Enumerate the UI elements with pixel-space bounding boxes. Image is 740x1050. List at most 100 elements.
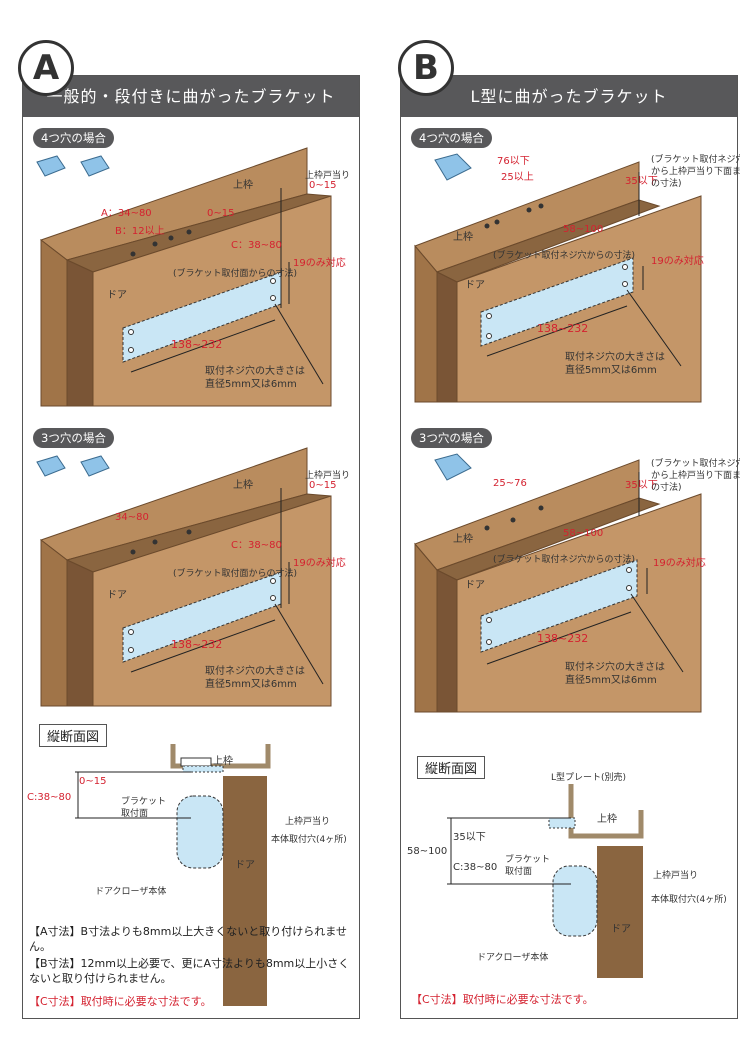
case3-heading-a: 3つ穴の場合 (33, 428, 114, 448)
note-c-key-a: 【C寸法】 (29, 995, 81, 1008)
screw-note2-a3: 直径5mm又は6mm (205, 679, 297, 690)
section-c-dim-a: C:38~80 (27, 792, 72, 803)
only19-a4: 19のみ対応 (293, 258, 346, 269)
section-door-b: ドア (611, 924, 631, 935)
section-bracket2-b: 取付面 (505, 867, 533, 877)
c-note-a4: (ブラケット取付面からの寸法) (173, 269, 298, 279)
section-gap-a: 0~15 (79, 776, 107, 787)
c-dim-b3: 58~100 (563, 528, 604, 539)
dim35-b3: 35以下 (625, 480, 658, 491)
section-diagram-a (75, 744, 271, 1006)
panel-a: 一般的・段付きに曲がったブラケット 4つ穴の場合 (22, 75, 360, 1019)
section-mount-b: 本体取付穴(4ヶ所) (651, 895, 727, 905)
stop-label-a4: 上枠戸当り (305, 171, 351, 181)
section-closer-b: ドアクローザ本体 (477, 953, 549, 963)
dim-a-a3: 34~80 (115, 512, 149, 523)
screw-note1-a4: 取付ネジ穴の大きさは (205, 366, 305, 377)
dim76-b4: 76以下 (497, 156, 530, 167)
dim35-b4: 35以下 (625, 176, 658, 187)
side-note2-b3: から上枠戸当り下面まで (651, 471, 740, 481)
panel-b: L型に曲がったブラケット (400, 75, 740, 1019)
panel-a-drawings (36, 147, 332, 1006)
badge-a: A (18, 40, 74, 96)
note-a-text: B寸法よりも8mm以上大きくないと取り付けられません。 (29, 925, 347, 953)
only19-a3: 19のみ対応 (293, 558, 346, 569)
screw-note1-a3: 取付ネジ穴の大きさは (205, 666, 305, 677)
screw-note1-b4: 取付ネジ穴の大きさは (565, 352, 665, 363)
note-c-dimension-a: 【C寸法】取付時に必要な寸法です。 (29, 994, 351, 1009)
note-a-key: 【A寸法】 (29, 925, 81, 938)
frame-label-a4: 上枠 (233, 180, 253, 191)
section-dim58-b: 58~100 (407, 846, 448, 857)
frame-label-a3: 上枠 (233, 480, 253, 491)
section-title-a: 縦断面図 (39, 724, 108, 747)
case4-heading-a: 4つ穴の場合 (33, 128, 114, 148)
section-stop-b: 上枠戸当り (653, 871, 699, 881)
wood-frame-b3 (414, 459, 702, 713)
section-closer-a: ドアクローザ本体 (95, 887, 167, 897)
note-c-dimension-b: 【C寸法】取付時に必要な寸法です。 (411, 992, 727, 1007)
note-c-key-b: 【C寸法】 (411, 993, 463, 1006)
c-note-b3: (ブラケット取付ネジ穴からの寸法) (493, 555, 636, 565)
screw-note1-b3: 取付ネジ穴の大きさは (565, 662, 665, 673)
stop-label-a3: 上枠戸当り (305, 471, 351, 481)
door-label-a4: ドア (107, 290, 127, 301)
screw-note2-b3: 直径5mm又は6mm (565, 675, 657, 686)
case3-heading-b: 3つ穴の場合 (411, 428, 492, 448)
note-a-dimension: 【A寸法】B寸法よりも8mm以上大きくないと取り付けられません。 (29, 924, 351, 954)
side-note3-b4: の寸法) (651, 179, 682, 189)
wood-frame-b4 (414, 161, 702, 403)
section-bracket1-b: ブラケット (505, 855, 551, 865)
only19-b4: 19のみ対応 (651, 256, 704, 267)
panel-b-drawings (414, 153, 702, 978)
side-note1-b3: (ブラケット取付ネジ穴 (651, 459, 740, 469)
c-dim-a3: C：38~80 (231, 540, 282, 551)
section-mount-a: 本体取付穴(4ヶ所) (271, 835, 347, 845)
section-bracket2-a: 取付面 (121, 809, 149, 819)
side-note3-b3: の寸法) (651, 483, 682, 493)
dim25-b4: 25以上 (501, 172, 534, 183)
bracket-icon (36, 155, 110, 477)
side-note1-b4: (ブラケット取付ネジ穴 (651, 155, 740, 165)
stop-dim-a4: 0~15 (309, 180, 337, 191)
only19-b3: 19のみ対応 (653, 558, 706, 569)
stop-dim-a3: 0~15 (309, 480, 337, 491)
section-diagram-b (447, 784, 644, 978)
section-bracket1-a: ブラケット (121, 797, 167, 807)
dim25-b3: 25~76 (493, 478, 527, 489)
dim-a-a4: A：34~80 (101, 208, 152, 219)
section-frame-a: 上枠 (213, 756, 233, 767)
screw-note2-a4: 直径5mm又は6mm (205, 379, 297, 390)
dim-gap-a4: 0~15 (207, 208, 235, 219)
panel-b-title: L型に曲がったブラケット (401, 76, 737, 117)
c-dim-a4: C：38~80 (231, 240, 282, 251)
section-plate-b: L型プレート(別売) (551, 773, 627, 783)
side-note2-b4: から上枠戸当り下面まで (651, 167, 740, 177)
section-door-a: ドア (235, 860, 255, 871)
panel-a-title: 一般的・段付きに曲がったブラケット (23, 76, 359, 117)
screw-note2-b4: 直径5mm又は6mm (565, 365, 657, 376)
note-c-text-a: 取付時に必要な寸法です。 (80, 995, 212, 1008)
section-dim35-b: 35以下 (453, 832, 486, 843)
c-note-a3: (ブラケット取付面からの寸法) (173, 569, 298, 579)
section-stop-a: 上枠戸当り (285, 817, 331, 827)
frame-label-b3: 上枠 (453, 534, 473, 545)
note-b-dimension: 【B寸法】12mm以上必要で、更にA寸法よりも8mm以上小さくないと取り付けられ… (29, 956, 351, 986)
wood-frame-a4 (39, 147, 332, 407)
c-dim-b4: 58~100 (563, 224, 604, 235)
note-c-text-b: 取付時に必要な寸法です。 (462, 993, 594, 1006)
section-c-dim-b: C:38~80 (453, 862, 498, 873)
frame-label-b4: 上枠 (453, 232, 473, 243)
c-note-b4: (ブラケット取付ネジ穴からの寸法) (493, 251, 636, 261)
section-frame-b: 上枠 (597, 814, 617, 825)
case4-heading-b: 4つ穴の場合 (411, 128, 492, 148)
width-dim-b3: 138~232 (537, 632, 589, 645)
badge-b: B (398, 40, 454, 96)
note-b-key: 【B寸法】 (29, 957, 81, 970)
door-label-b4: ドア (465, 280, 485, 291)
wood-frame-a3 (39, 447, 332, 707)
width-dim-a3: 138~232 (171, 638, 223, 651)
note-b-text: 12mm以上必要で、更にA寸法よりも8mm以上小さくないと取り付けられません。 (29, 957, 350, 985)
dim-b-a4: B：12以上 (115, 226, 165, 237)
section-title-b: 縦断面図 (417, 756, 486, 779)
